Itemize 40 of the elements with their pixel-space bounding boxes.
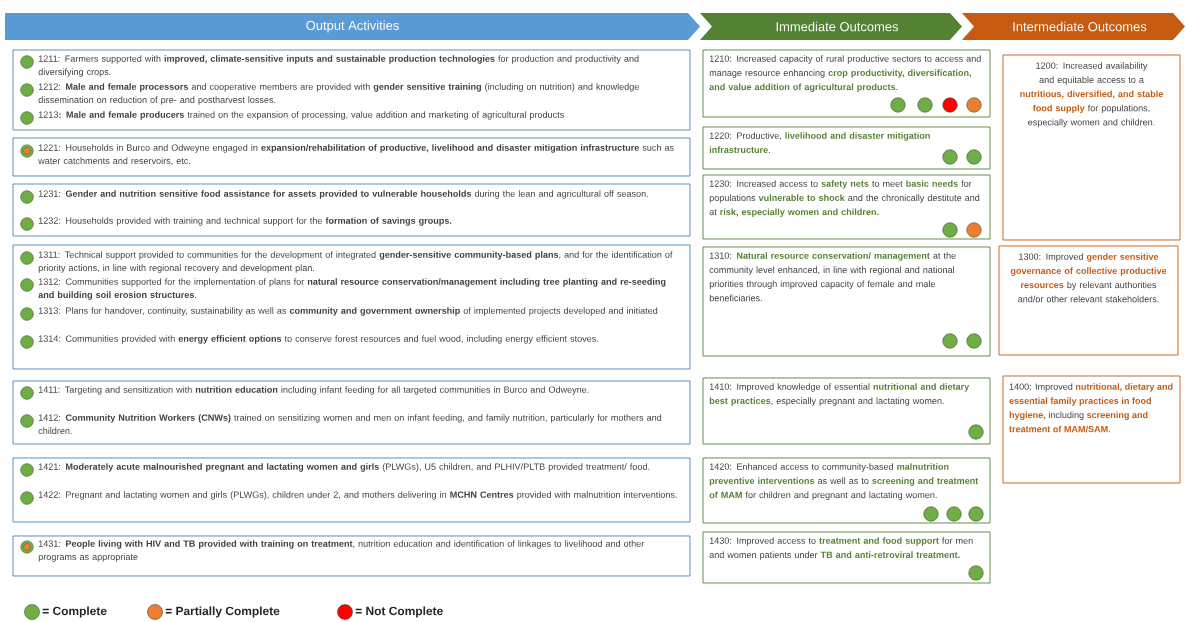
outcome-box: 1400: Improved nutritional, dietary and essential family practices in food hygiene, including screening and treatment of MAM/SAM. (1002, 375, 1181, 484)
outcome-box: 1410: Improved knowledge of essential nutritional and dietary best practices, especially pregnant and lactating women. (702, 377, 991, 445)
outcome-box: 1200: Increased availability and equitable access to a nutritious, diversified, and stable food supply for populations, especially women and children. (1002, 54, 1181, 241)
status-dot (946, 506, 962, 522)
outcome-box: 1420: Enhanced access to community-based malnutrition preventive interventions as well as to screening and treatment of MAM for children and pregnant and lactating women. (702, 457, 991, 524)
status-dot (20, 144, 34, 158)
legend-label: = Partially Complete (165, 606, 280, 618)
status-dot (968, 565, 984, 581)
activity-box: 1211: Farmers supported with improved, climate-sensitive inputs and sustainable production technologies for production and productivity and diversifying crops. 1212: Male and female processors and cooperative members are provided with gender sensitive training (including on nutrition) and knowledge dissemination on reduction of pre- and postharvest losses. 1213: Male and female producers trained on the expansion of processing, value addition and marketing of agricultural products (12, 49, 691, 131)
activity-box: 1221: Households in Burco and Odweyne engaged in expansion/rehabilitation of productive, livelihood and disaster mitigation infrastructure such as water catchments and reservoirs, etc. (12, 137, 691, 177)
status-dot (20, 540, 34, 554)
status-dot (890, 97, 906, 113)
outcome-box: 1430: Improved access to treatment and food support for men and women patients under TB and anti-retroviral treatment. (702, 531, 991, 584)
status-dot (966, 333, 982, 349)
status-dot (968, 506, 984, 522)
legend-label: = Not Complete (355, 606, 443, 618)
outcome-box: 1220: Productive, livelihood and disaster mitigation infrastructure. (702, 126, 991, 170)
status-dot (942, 222, 958, 238)
activity-box: 1431: People living with HIV and TB provided with training on treatment, nutrition education and identification of linkages to livelihood and other programs as appropriate (12, 535, 691, 577)
activity-box: 1311: Technical support provided to communities for the development of integrated gender-sensitive community-based plans, and for the identification of priority actions, in line with regional recovery and development plan. 1312: Communities supported for the implementation of plans for natural resource conservation/management including tree planting and re-seeding and building soil erosion structures. 1313: Plans for handover, continuity, sustainability as well as community and government ownership of implemented projects developed and initiated 1314: Communities provided with energy efficient options to conserve forest resources and fuel wood, including energy efficient stoves. (12, 244, 691, 370)
status-dot (966, 222, 982, 238)
activity-box: 1231: Gender and nutrition sensitive food assistance for assets provided to vulnerable households during the lean and agricultural off season. 1232: Households provided with training and technical support for the formation of savings groups. (12, 183, 691, 237)
activity-box: 1411: Targeting and sensitization with nutrition education including infant feeding for all targeted communities in Burco and Odweyne. 1412: Community Nutrition Workers (CNWs) trained on sensitizing women and men on infant feeding, and family nutrition, particularly for mothers and children. (12, 380, 691, 445)
status-dot (966, 149, 982, 165)
header-band: Output Activities (5, 13, 700, 40)
outcome-box: 1210: Increased capacity of rural productive sectors to access and manage resource enhancing crop productivity, diversification, and value addition of agricultural products. (702, 49, 991, 118)
outcome-box: 1230: Increased access to safety nets to meet basic needs for populations vulnerable to shock and the chronically destitute and at risk, especially women and children. (702, 174, 991, 240)
outcome-box: 1300: Improved gender sensitive governance of collective productive resources by relevant authorities and/or other relevant stakeholders. (998, 245, 1179, 356)
status-dot (966, 97, 982, 113)
status-dot (942, 333, 958, 349)
status-dot (942, 149, 958, 165)
status-dot (968, 424, 984, 440)
status-dot (942, 97, 958, 113)
legend-label: = Complete (42, 606, 107, 618)
status-dot (917, 97, 933, 113)
header-band: Immediate Outcomes (700, 13, 962, 40)
outcome-box: 1310: Natural resource conservation/ management at the community level enhanced, in line with regional and national priorities through improved capacity of female and male beneficiaries. (702, 246, 991, 357)
header-band: Intermediate Outcomes (962, 13, 1185, 40)
status-dot (923, 506, 939, 522)
activity-box: 1421: Moderately acute malnourished pregnant and lactating women and girls (PLWGs), U5 children, and PLHIV/PLTB provided treatment/ food. 1422: Pregnant and lactating women and girls (PLWGs), children under 2, and mothers delivering in MCHN Centres provided with malnutrition interventions. (12, 457, 691, 523)
